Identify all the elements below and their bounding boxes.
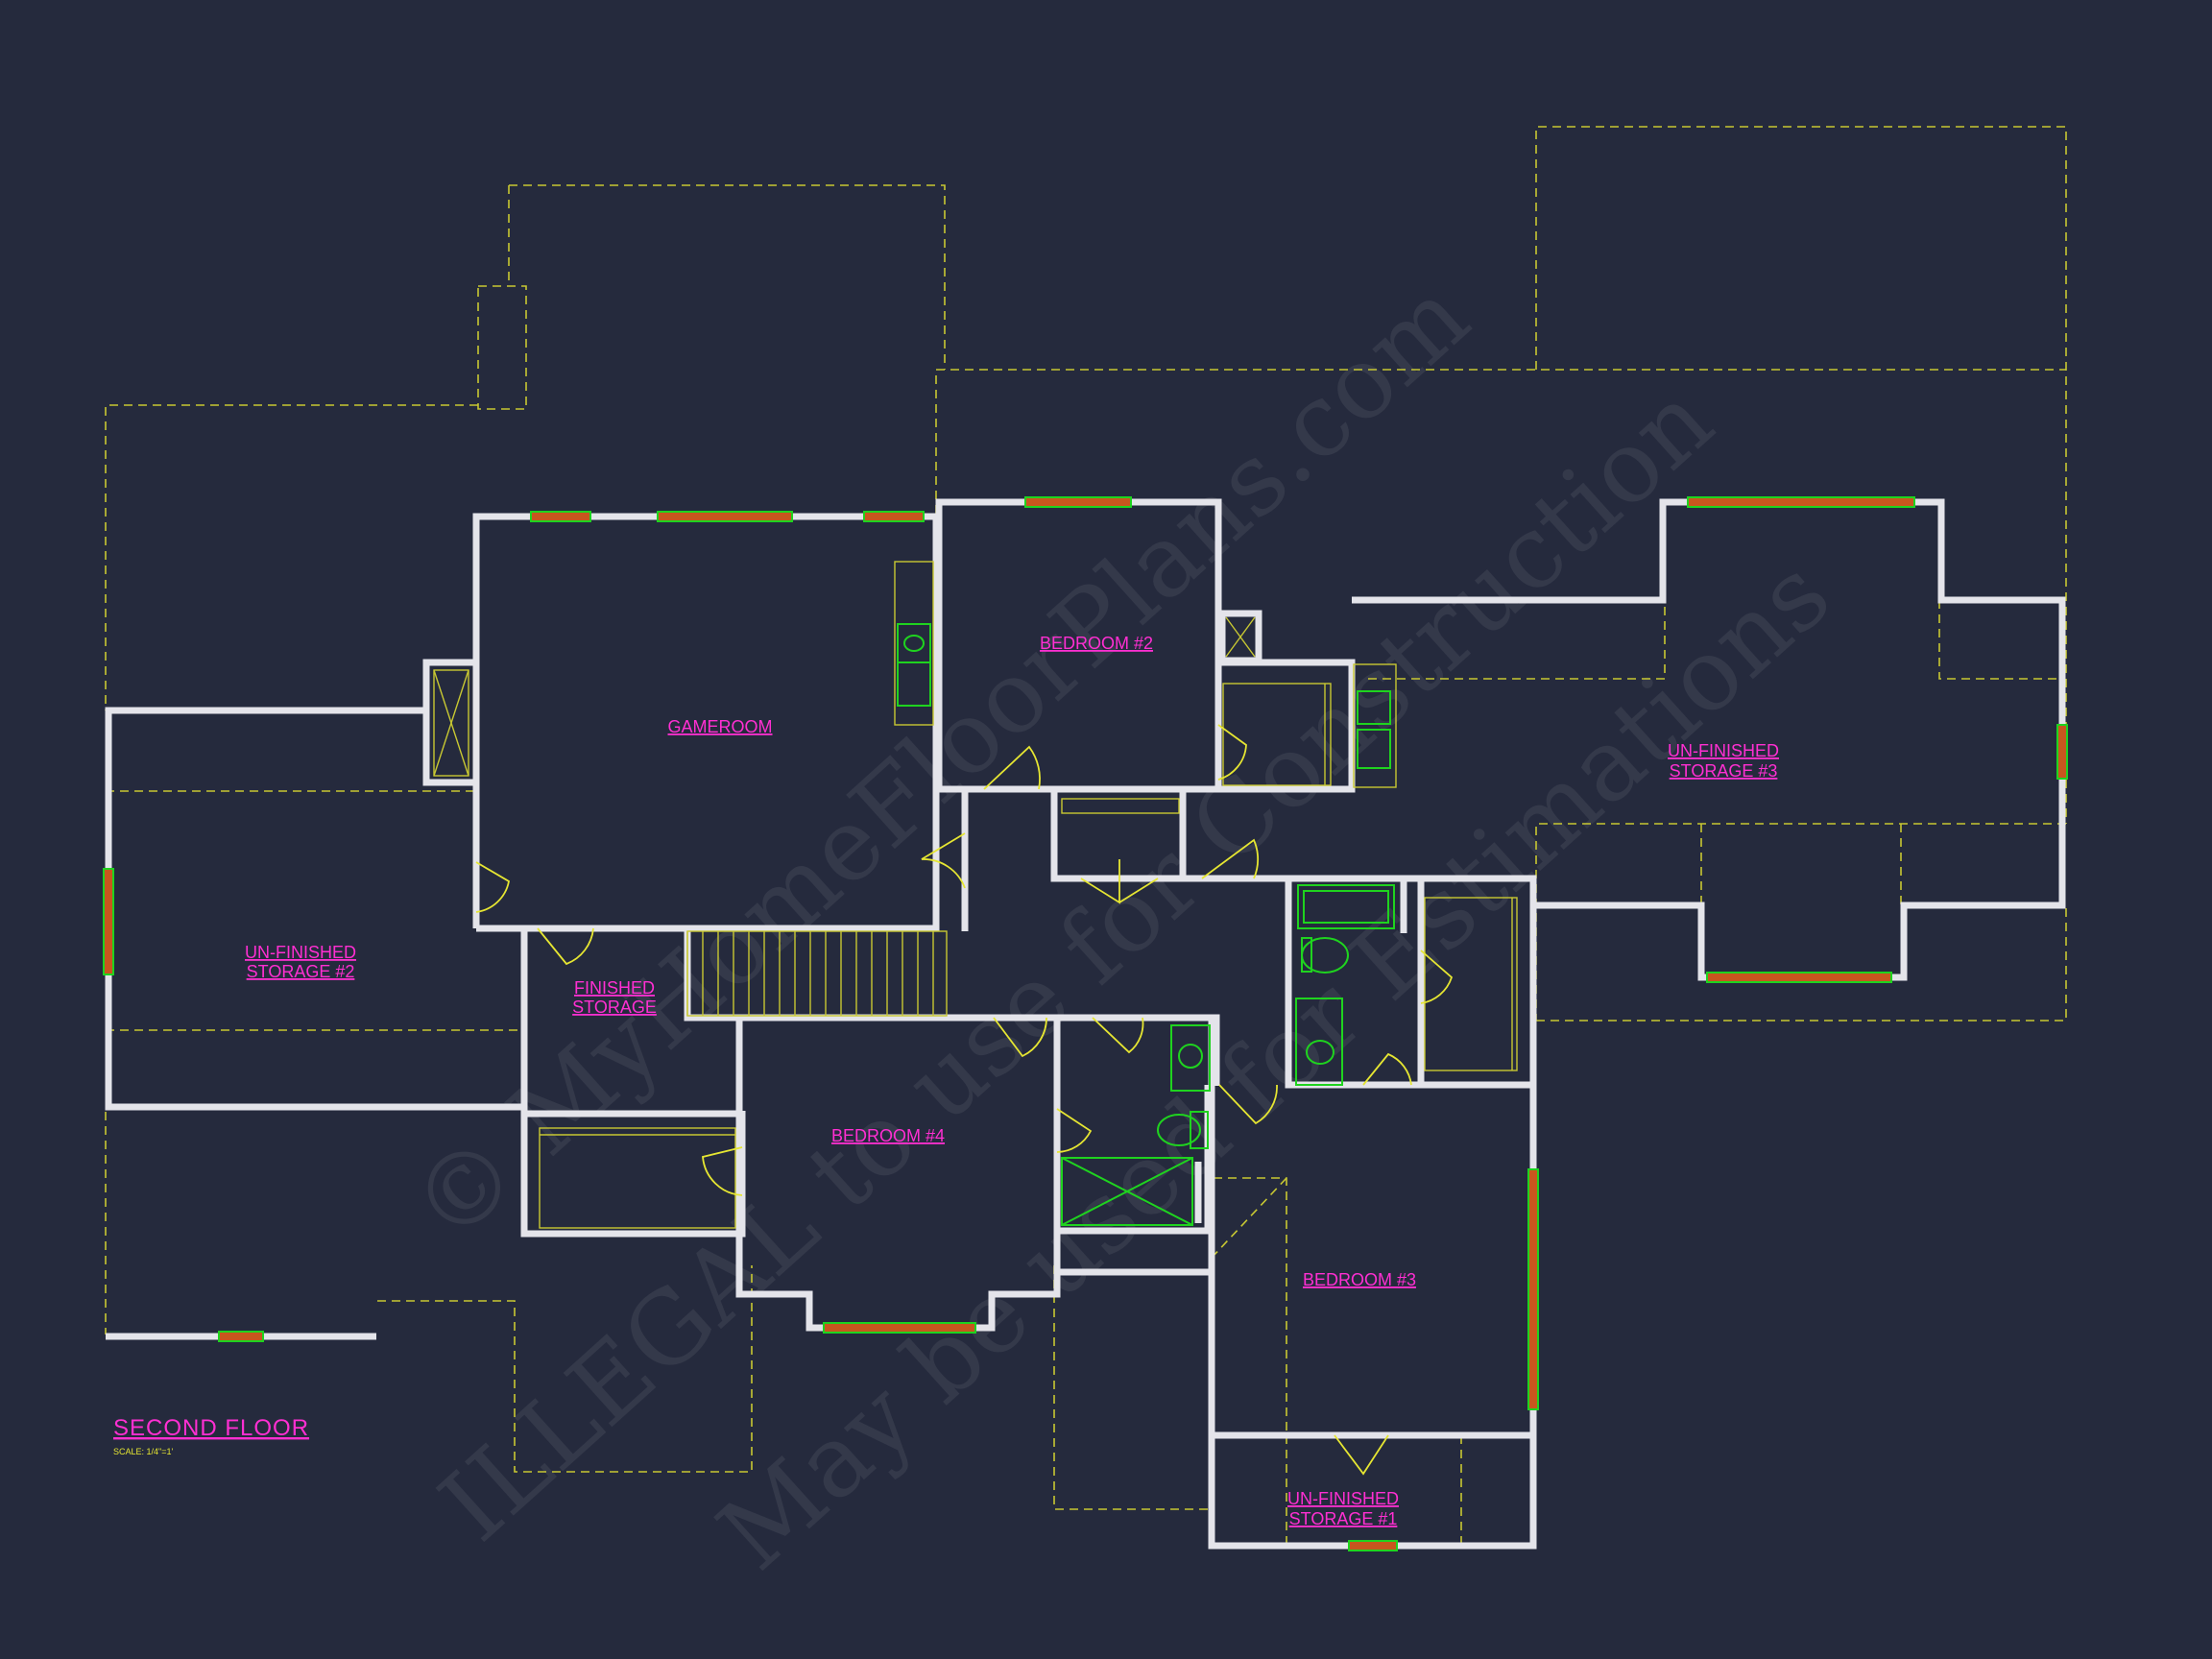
- label-finished-storage-line-2: STORAGE: [572, 998, 657, 1017]
- roof-outline-dashed: [105, 126, 2067, 1546]
- label-unfinished-storage-2-line-1: UN-FINISHED: [245, 943, 356, 962]
- label-unfinished-storage-1-line-2: STORAGE #1: [1289, 1509, 1398, 1528]
- drawing-scale: SCALE: 1/4"=1': [113, 1447, 173, 1456]
- label-unfinished-storage-3-line-2: STORAGE #3: [1670, 761, 1778, 781]
- windows: [103, 496, 2068, 1551]
- stairs: [686, 930, 948, 1017]
- fixtures: [894, 561, 1397, 1226]
- label-gameroom: GAMEROOM: [667, 717, 772, 736]
- watermark: © MyHomeFloorPlans.com ILLEGAL to use fo…: [389, 257, 1852, 1592]
- label-bedroom-3: BEDROOM #3: [1303, 1270, 1416, 1289]
- closets: [539, 683, 1518, 1229]
- label-finished-storage-line-1: FINISHED: [574, 978, 655, 998]
- drawing-title: SECOND FLOOR: [113, 1415, 309, 1441]
- room-labels: GAMEROOM BEDROOM #2 BEDROOM #4 BEDROOM #…: [245, 634, 1779, 1528]
- label-unfinished-storage-3-line-1: UN-FINISHED: [1668, 741, 1779, 760]
- label-bedroom-4: BEDROOM #4: [831, 1126, 945, 1145]
- doors: [475, 724, 1454, 1476]
- label-bedroom-2: BEDROOM #2: [1040, 634, 1153, 653]
- chase-markers: [433, 616, 1256, 777]
- label-unfinished-storage-1-line-1: UN-FINISHED: [1287, 1489, 1399, 1508]
- label-unfinished-storage-2-line-2: STORAGE #2: [247, 962, 355, 981]
- title-block: SECOND FLOOR SCALE: 1/4"=1': [113, 1415, 309, 1456]
